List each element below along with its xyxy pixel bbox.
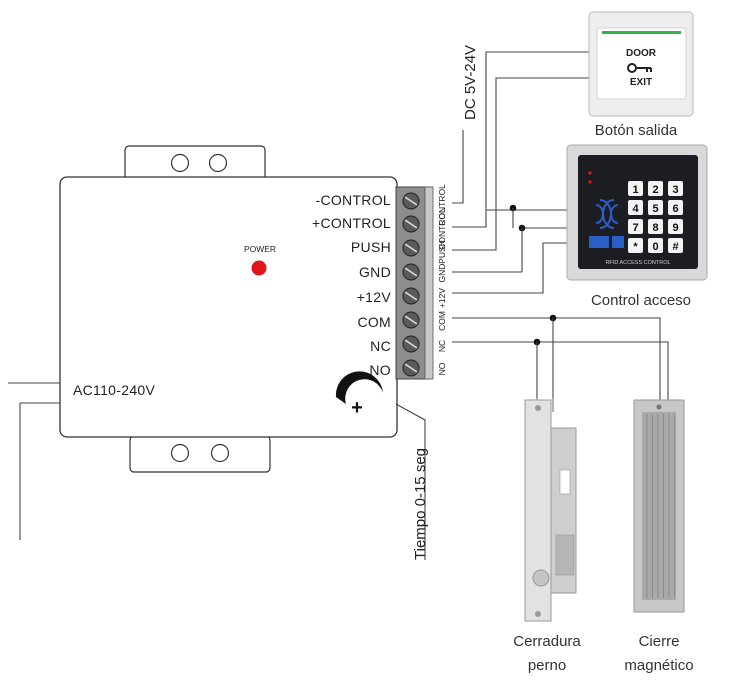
screw-slot — [404, 243, 418, 253]
terminal-label-com: COM — [357, 314, 391, 330]
bolt-lock — [524, 398, 577, 622]
exit-button-text-door: DOOR — [626, 48, 657, 59]
mount-hole — [208, 153, 228, 173]
terminal-tag: GND — [437, 264, 447, 283]
keypad-key-label: 8 — [652, 222, 658, 234]
timer-knob-arc — [335, 371, 383, 404]
access-keypad[interactable]: 1 2 3 4 5 6 7 8 9 * 0 # RFID ACCESS CONTROL — [566, 144, 708, 281]
terminal-tag: CONTROL — [437, 184, 447, 226]
key-icon — [627, 63, 652, 73]
screw-slot — [404, 315, 418, 325]
power-label: POWER — [244, 244, 276, 254]
keypad-key[interactable] — [668, 200, 683, 215]
keypad-key[interactable] — [648, 219, 663, 234]
timer-label: Tiempo 0-15 seg — [412, 448, 429, 560]
keypad-key[interactable] — [668, 181, 683, 196]
terminal-label-no: NO — [369, 362, 391, 378]
terminal-tag: CONTROL — [437, 208, 447, 250]
keypad-key[interactable] — [628, 181, 643, 196]
exit-button-face — [596, 27, 687, 100]
keypad-key-label: 2 — [652, 184, 658, 196]
keypad-caption: Control acceso — [591, 292, 691, 309]
exit-button[interactable]: DOOR EXIT — [588, 11, 694, 117]
screw-slot — [404, 363, 418, 373]
keypad-key-label: # — [672, 241, 678, 253]
power-controller: POWER -CONTROL +CONTROL PUSH GND +12V CO… — [59, 145, 398, 473]
bolt-lock-plate — [524, 399, 552, 622]
keypad-key-label: 9 — [672, 222, 678, 234]
keypad-key[interactable] — [628, 219, 643, 234]
terminal-tag: NC — [437, 340, 447, 352]
terminal-label-nc: NC — [370, 338, 391, 354]
keypad-key-label: 3 — [672, 184, 678, 196]
terminal-label-12v: +12V — [357, 289, 392, 305]
exit-button-caption: Botón salida — [595, 122, 678, 139]
keypad-footer: RFID ACCESS CONTROL — [605, 260, 670, 266]
terminal-tag: +12V — [437, 288, 447, 308]
keypad-key-label: 4 — [632, 203, 639, 215]
keypad-key[interactable] — [628, 238, 643, 253]
keypad-key[interactable] — [648, 238, 663, 253]
terminal-block: CONTROL CONTROL PUSH GND +12V COM NC NO — [395, 184, 447, 380]
bolt-lock-caption-line2: perno — [528, 657, 566, 674]
timer-knob[interactable]: + — [335, 371, 383, 419]
mag-lock-caption-line2: magnético — [624, 657, 693, 674]
keypad-key-label: 6 — [672, 203, 678, 215]
terminal-label-push: PUSH — [351, 239, 391, 255]
bottom-mount-tab — [129, 435, 271, 473]
mount-hole — [170, 153, 190, 173]
terminal-label-neg-control: -CONTROL — [315, 192, 391, 208]
power-led — [251, 260, 267, 276]
exit-button-text-exit: EXIT — [630, 77, 652, 88]
dc-voltage-label: DC 5V-24V — [462, 45, 479, 120]
terminal-label-pos-control: +CONTROL — [312, 215, 391, 231]
mag-lock-caption-line1: Cierre — [639, 633, 680, 650]
screw-slot — [404, 196, 418, 206]
keypad-key-label: * — [633, 241, 638, 253]
mount-hole — [170, 443, 190, 463]
bolt-lock-caption-line1: Cerradura — [513, 633, 581, 650]
mount-hole — [210, 443, 230, 463]
terminal-tag: COM — [437, 311, 447, 331]
ac-input-label: AC110-240V — [73, 382, 155, 398]
keypad-key-label: 7 — [632, 222, 638, 234]
ac-input-wires — [8, 382, 60, 540]
screw-slot — [404, 291, 418, 301]
keypad-key[interactable] — [648, 181, 663, 196]
doorbell-icon — [589, 236, 609, 248]
keypad-key[interactable] — [668, 219, 683, 234]
exit-button-strip — [602, 31, 681, 34]
timer-leader-line — [395, 403, 426, 560]
keypad-key-label: 1 — [632, 184, 638, 196]
plus-icon: + — [351, 397, 363, 419]
screw-slot — [404, 339, 418, 349]
keypad-key[interactable] — [648, 200, 663, 215]
wiring — [452, 51, 669, 402]
top-mount-tab — [124, 145, 266, 182]
magnetic-lock — [633, 399, 685, 613]
terminal-label-gnd: GND — [359, 264, 391, 280]
terminal-tag: PUSH — [437, 240, 447, 264]
screw-slot — [404, 267, 418, 277]
keypad-key[interactable] — [628, 200, 643, 215]
terminal-tag: NO — [437, 362, 447, 375]
keypad-key-label: 5 — [652, 203, 658, 215]
screw-slot — [404, 219, 418, 229]
rfid-icon — [595, 199, 619, 229]
keypad-key-label: 0 — [652, 241, 658, 253]
keypad-key[interactable] — [668, 238, 683, 253]
